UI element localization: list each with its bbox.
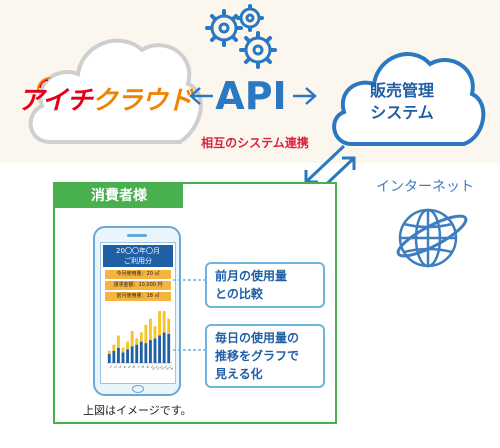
usage-bar-top bbox=[158, 311, 161, 336]
chart-tick-label: 2 bbox=[113, 365, 117, 369]
usage-bar-base bbox=[149, 340, 152, 363]
smartphone: 20〇〇年〇月 ご利用分 今月使用量：20 ㎥ 請求金額：10,000 円 前月… bbox=[93, 226, 181, 396]
phone-speaker bbox=[127, 234, 147, 237]
chart-tick-label: 5 bbox=[127, 365, 131, 369]
chart-tick-label: 14 bbox=[168, 365, 173, 372]
sales-system-cloud bbox=[332, 52, 486, 146]
chart-tick-label: 1 bbox=[109, 365, 113, 369]
graph-callout-line2: 推移をグラフで bbox=[215, 349, 300, 363]
usage-bar-top bbox=[107, 350, 111, 354]
api-label: API bbox=[215, 74, 287, 118]
internet-label: インターネット bbox=[376, 179, 474, 195]
chart-tick-label: 9 bbox=[145, 365, 149, 369]
usage-bar-top bbox=[149, 318, 152, 341]
arrow-right-icon bbox=[293, 87, 317, 105]
signal-icon bbox=[37, 77, 51, 91]
usage-bar-top bbox=[117, 335, 120, 348]
chart-tick-label: 11 bbox=[154, 365, 160, 371]
current-usage-row: 今月使用量：20 ㎥ bbox=[105, 270, 171, 279]
usage-period-header: 20〇〇年〇月 ご利用分 bbox=[103, 245, 173, 267]
usage-bar-top bbox=[112, 344, 116, 351]
phone-screen: 20〇〇年〇月 ご利用分 今月使用量：20 ㎥ 請求金額：10,000 円 前月… bbox=[100, 242, 176, 384]
usage-bar-base bbox=[130, 346, 134, 363]
usage-bar-top bbox=[135, 338, 139, 345]
arrow-left-icon bbox=[189, 87, 213, 105]
chart-tick-label: 3 bbox=[118, 365, 122, 369]
chart-tick-label: 6 bbox=[131, 365, 135, 369]
graph-callout-line1: 毎日の使用量の bbox=[215, 331, 300, 345]
usage-bar-top bbox=[162, 311, 166, 333]
chart-tick-label: 8 bbox=[141, 365, 145, 369]
chart-tick-label: 13 bbox=[163, 365, 169, 371]
globe-icon bbox=[396, 208, 468, 268]
usage-period-line1: 20〇〇年〇月 bbox=[116, 247, 160, 255]
billing-amount-row: 請求金額：10,000 円 bbox=[105, 281, 171, 290]
phone-home-button bbox=[132, 385, 144, 393]
usage-bar-base bbox=[139, 341, 143, 363]
sales-system-line1: 販売管理 bbox=[369, 81, 434, 100]
logo-text-red: アイチ bbox=[18, 86, 93, 116]
image-note: 上図はイメージです。 bbox=[83, 404, 192, 417]
comparison-callout-line1: 前月の使用量 bbox=[215, 269, 288, 283]
chart-tick-label: 4 bbox=[122, 365, 127, 370]
consumer-panel: 消費者様 20〇〇年〇月 ご利用分 今月使用量：20 ㎥ 請求金額：10,000… bbox=[53, 182, 337, 424]
sales-system-label: 販売管理 システム bbox=[340, 80, 464, 124]
usage-bar-top bbox=[167, 318, 171, 334]
comparison-callout: 前月の使用量 との比較 bbox=[205, 262, 325, 308]
comparison-callout-line2: との比較 bbox=[215, 287, 263, 301]
chart-tick-label: 7 bbox=[136, 365, 140, 369]
consumer-title: 消費者様 bbox=[55, 184, 183, 208]
graph-callout-line3: 見える化 bbox=[215, 367, 263, 381]
usage-bar-top bbox=[121, 347, 125, 353]
graph-callout: 毎日の使用量の 推移をグラフで 見える化 bbox=[205, 324, 325, 388]
usage-period-line2: ご利用分 bbox=[124, 257, 152, 265]
usage-bar-base bbox=[162, 332, 166, 363]
gears-icon bbox=[205, 4, 277, 69]
chart-tick-label: 12 bbox=[159, 365, 165, 371]
usage-bar-base bbox=[121, 352, 125, 363]
usage-bar-top bbox=[126, 341, 129, 350]
system-link-caption: 相互のシステム連携 bbox=[201, 136, 309, 150]
usage-bar-base bbox=[117, 347, 120, 363]
aichi-cloud-logo: アイチクラウド bbox=[18, 80, 193, 117]
usage-bar-top bbox=[139, 332, 143, 342]
usage-bar-base bbox=[167, 333, 171, 363]
usage-bar-base bbox=[126, 349, 129, 363]
sales-system-line2: システム bbox=[370, 103, 434, 122]
logo-text-orange: クラウド bbox=[91, 86, 193, 116]
usage-bar-base bbox=[153, 338, 157, 363]
usage-bar-base bbox=[135, 344, 139, 363]
usage-bar-top bbox=[144, 324, 148, 344]
usage-bar-base bbox=[112, 350, 116, 363]
usage-bar-base bbox=[158, 335, 161, 363]
chart-tick-label: 10 bbox=[150, 365, 156, 371]
callout-connectors bbox=[173, 279, 205, 351]
usage-bar-base bbox=[107, 353, 111, 363]
usage-bar-top bbox=[153, 326, 157, 339]
previous-usage-row: 前月使用量：18 ㎥ bbox=[105, 292, 171, 301]
usage-bar-top bbox=[130, 330, 134, 347]
usage-bar-base bbox=[144, 343, 148, 363]
